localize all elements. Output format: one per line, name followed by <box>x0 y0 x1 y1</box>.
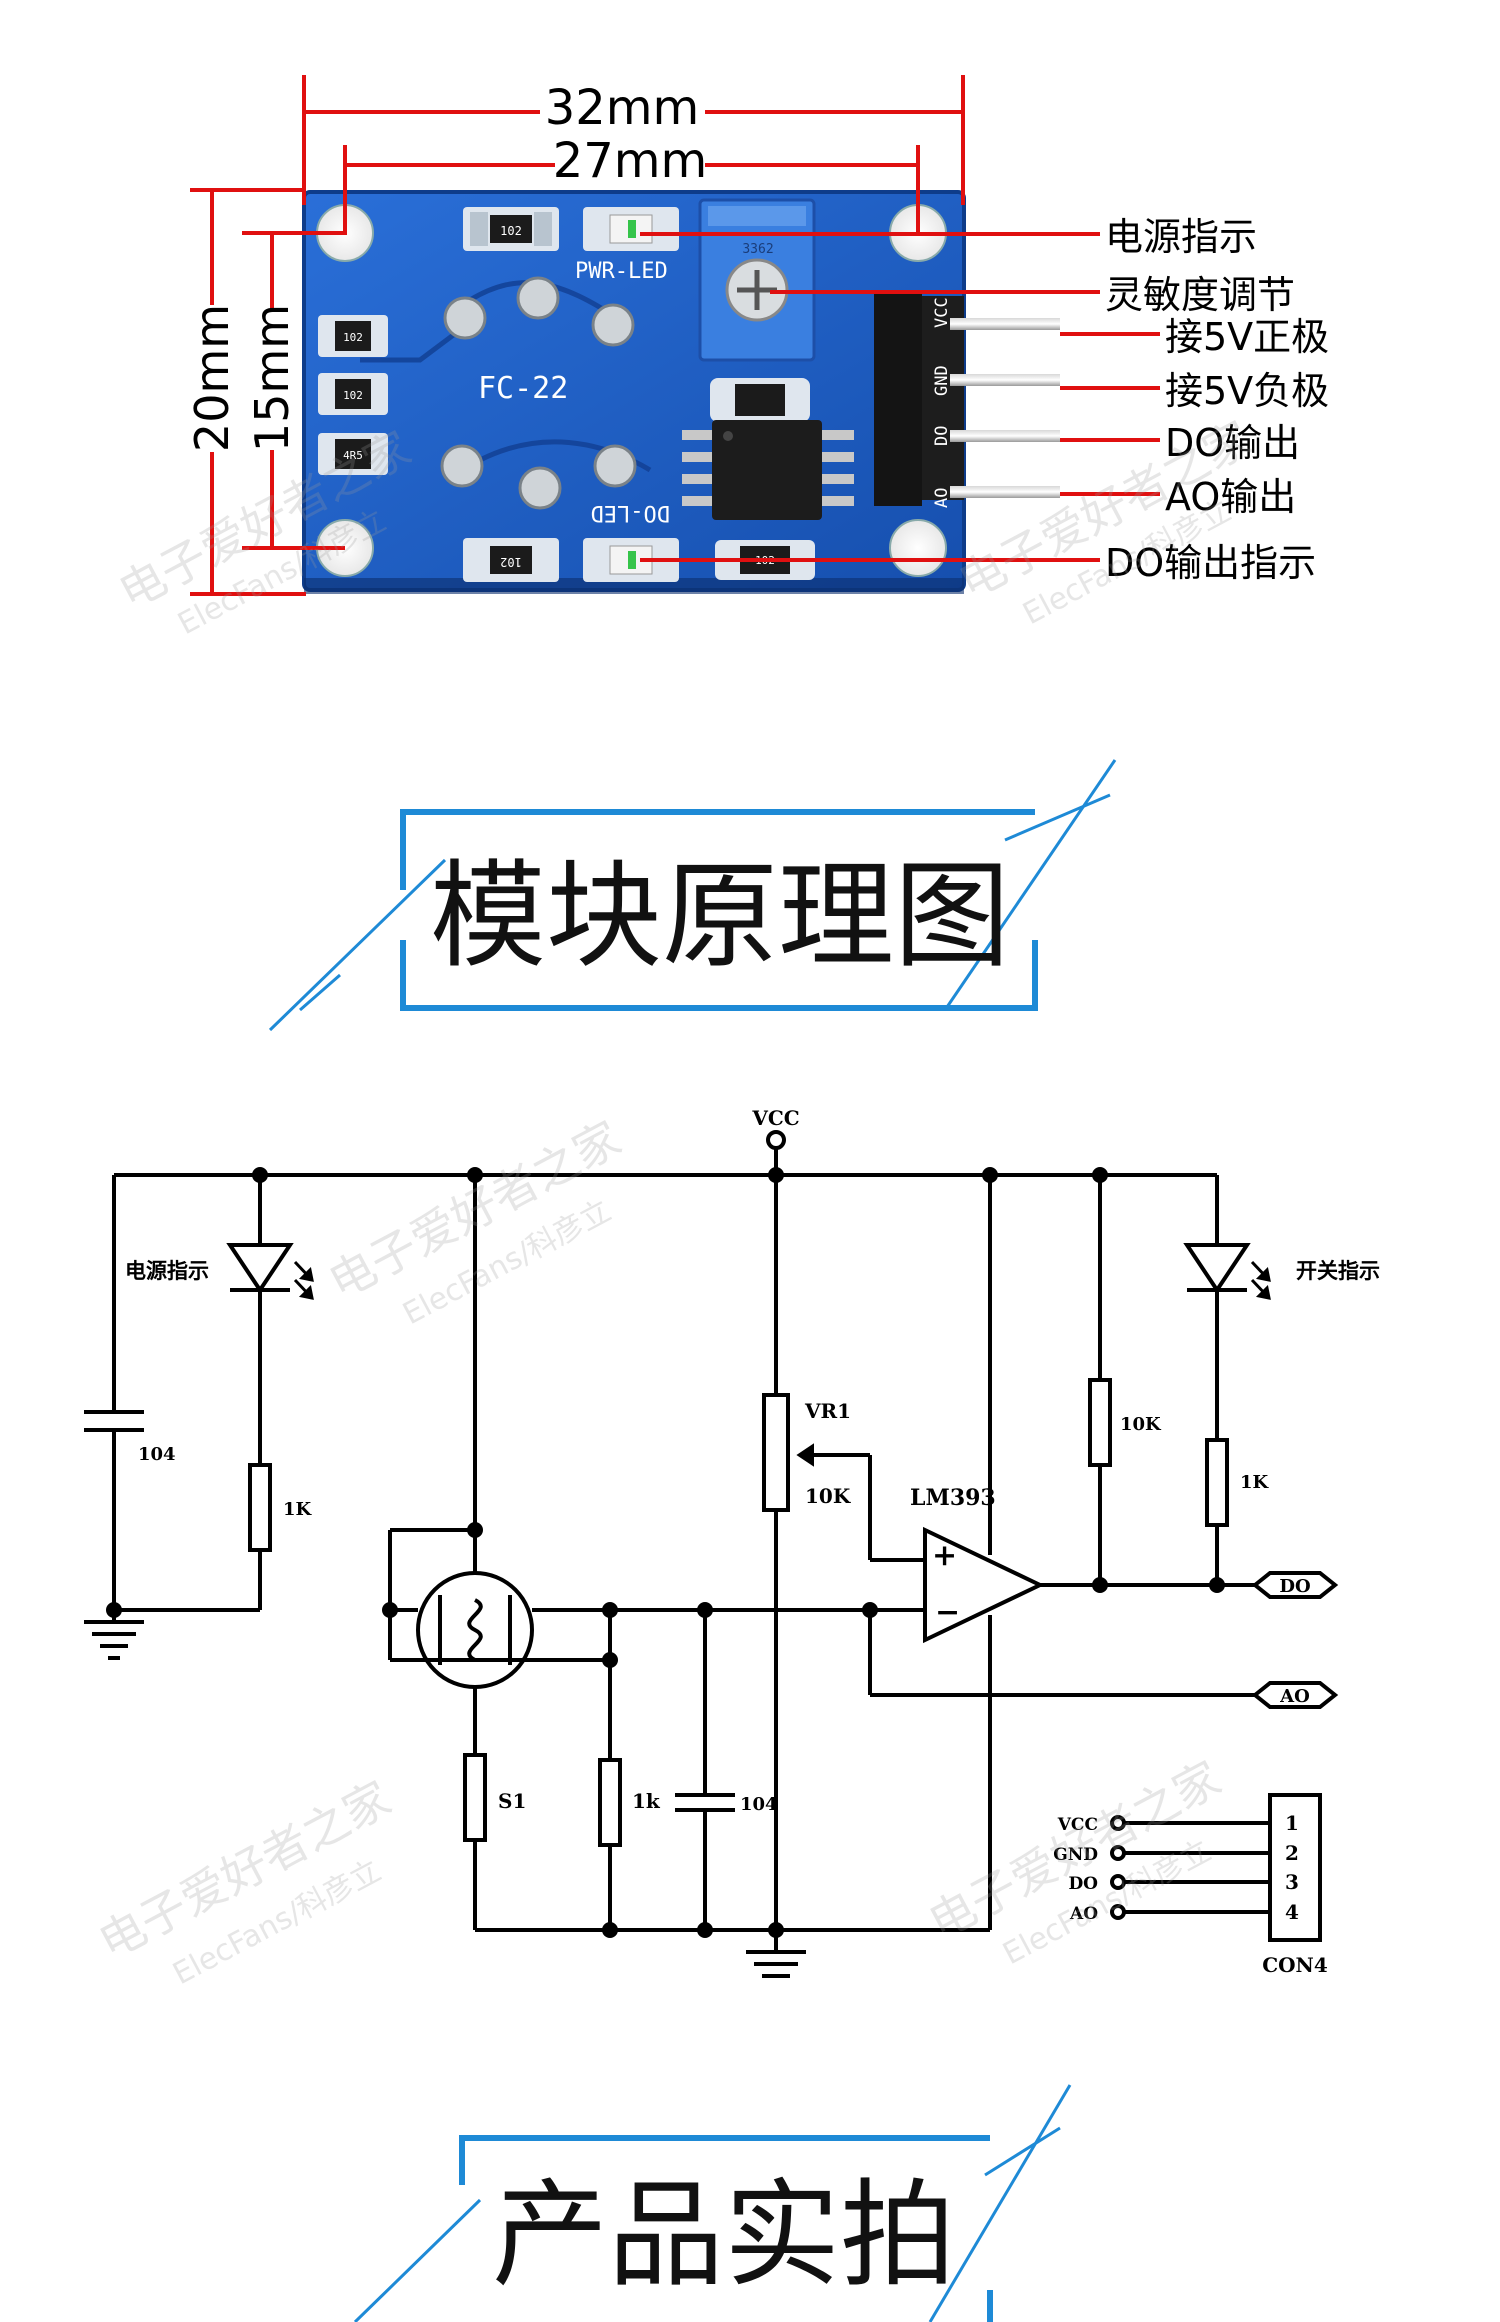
smd-resistor: 102 <box>463 207 559 251</box>
silk-pwr-led: PWR-LED <box>575 259 668 284</box>
connector-label-gnd: GND <box>1053 1845 1098 1865</box>
connector-label-ao: AO <box>1069 1904 1098 1924</box>
watermark: 电子爱好者之家 ElecFans/科彦立 电子爱好者之家 ElecFans/科彦… <box>90 411 1260 1992</box>
connector-pin-4: 4 <box>1285 1900 1299 1924</box>
pin-label-vcc: VCC <box>932 297 952 328</box>
schematic-vcc: VCC <box>751 1106 799 1130</box>
pin-label-gnd: GND <box>932 365 952 396</box>
resistor-code: 102 <box>343 331 363 344</box>
smd-resistor <box>710 378 810 422</box>
led-arrows <box>293 1260 1271 1300</box>
schematic-cap-left: 104 <box>138 1444 176 1465</box>
pin-label-do: DO <box>932 426 952 446</box>
ic-chip <box>682 420 854 520</box>
smd-resistor: 102 <box>318 373 388 415</box>
resistor-code: 102 <box>500 224 522 238</box>
silk-do-led: DO-LED <box>591 500 670 525</box>
dim-outer-width: 32mm <box>545 80 700 136</box>
schematic-cap-load: 104 <box>740 1794 778 1815</box>
silk-model: FC-22 <box>478 371 568 406</box>
pin-header: VCC GND DO AO <box>874 290 1060 508</box>
schematic-power-led-label: 电源指示 <box>125 1258 209 1283</box>
comparator-plus: + <box>932 1538 957 1573</box>
connector-pin-1: 1 <box>1285 1811 1299 1835</box>
dim-inner-height: 15mm <box>245 304 299 452</box>
schematic <box>84 1130 1339 1978</box>
schematic-ic: LM393 <box>910 1485 996 1511</box>
mounting-hole <box>889 519 947 577</box>
section-title-schematic: 模块原理图 <box>430 849 1010 984</box>
schematic-res-load: 1k <box>632 1789 661 1813</box>
section-frame-photo <box>353 2084 1072 2322</box>
resistor-code: 4R5 <box>343 449 363 462</box>
callout-power-indicator: 电源指示 <box>1105 215 1257 259</box>
potentiometer: 3362 <box>698 198 816 362</box>
callout-do: DO输出 <box>1165 421 1300 465</box>
callout-vcc: 接5V正极 <box>1165 315 1329 359</box>
callout-ao: AO输出 <box>1165 475 1296 519</box>
smd-resistor: 102 <box>318 315 388 357</box>
resistor-code: 102 <box>343 389 363 402</box>
pin-label-ao: AO <box>932 488 952 508</box>
dimension-lines <box>190 75 965 596</box>
callout-gnd: 接5V负极 <box>1165 369 1329 413</box>
section-title-photo: 产品实拍 <box>492 2168 956 2303</box>
dim-inner-width: 27mm <box>553 133 708 189</box>
callout-sensitivity: 灵敏度调节 <box>1105 273 1295 317</box>
connector-label-do: DO <box>1068 1874 1098 1894</box>
section-frame-schematic <box>268 759 1117 1032</box>
schematic-switch-led-label: 开关指示 <box>1296 1258 1380 1283</box>
schematic-pullup: 10K <box>1120 1414 1162 1435</box>
callout-lines <box>640 232 1160 562</box>
connector-label-vcc: VCC <box>1057 1815 1098 1835</box>
connector-name: CON4 <box>1262 1953 1328 1977</box>
dim-outer-height: 20mm <box>185 304 239 452</box>
schematic-res-right: 1K <box>1240 1472 1270 1493</box>
schematic-sensor: S1 <box>498 1789 526 1813</box>
schematic-out-ao: AO <box>1279 1686 1310 1707</box>
connector-pin-3: 3 <box>1285 1870 1299 1894</box>
schematic-vr-value: 10K <box>805 1484 851 1508</box>
smd-resistor: 4R5 <box>318 433 388 475</box>
junction-dots <box>106 1167 1225 1938</box>
comparator-minus: − <box>935 1595 960 1630</box>
pot-code: 3362 <box>742 242 773 257</box>
schematic-out-do: DO <box>1279 1576 1310 1597</box>
pcb-board: 102 102 102 4R5 102 102 <box>302 190 1060 594</box>
schematic-res-left: 1K <box>283 1499 313 1520</box>
power-led <box>583 207 679 251</box>
schematic-vr-name: VR1 <box>804 1399 851 1423</box>
smd-resistor: 102 <box>463 538 559 582</box>
connector-pin-2: 2 <box>1285 1841 1299 1865</box>
callout-do-indicator: DO输出指示 <box>1105 541 1316 585</box>
solder-pads <box>440 276 637 510</box>
resistor-code: 102 <box>500 555 522 569</box>
